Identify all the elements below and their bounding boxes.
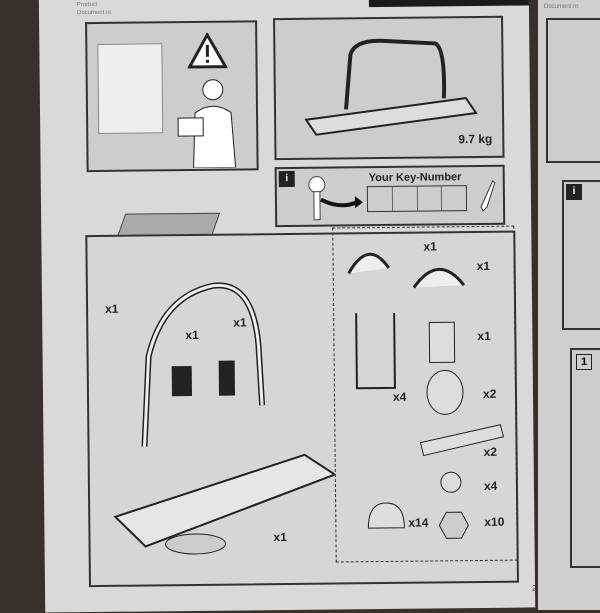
key-number-input[interactable] bbox=[366, 185, 468, 213]
right-document-label: Document nr. bbox=[544, 4, 580, 10]
right-panel-info: i bbox=[562, 180, 600, 330]
hardware-illustrations bbox=[347, 252, 505, 539]
key-number-panel: i Your Key-Number bbox=[274, 164, 506, 228]
qty-nut: x10 bbox=[484, 514, 505, 529]
person-reading-icon bbox=[177, 79, 237, 169]
qty-wheel-holder-right: x1 bbox=[233, 315, 247, 330]
carrier-parts-illustration bbox=[113, 282, 336, 555]
right-info-badge: i bbox=[566, 184, 582, 200]
qty-bolt: x2 bbox=[483, 444, 498, 459]
key-arrow-icon bbox=[308, 176, 363, 221]
qty-cap: x14 bbox=[408, 515, 429, 530]
step-number: 1 bbox=[576, 354, 592, 370]
right-step-panel: 1 bbox=[570, 348, 600, 568]
warning-icon bbox=[187, 32, 228, 69]
weight-panel: 9.7 kg bbox=[273, 15, 505, 161]
manual-illustration bbox=[97, 43, 164, 134]
qty-sleeve: x2 bbox=[482, 386, 497, 401]
pen-icon bbox=[480, 179, 496, 212]
qty-strap: x1 bbox=[477, 328, 491, 344]
document-label: Document nr. bbox=[76, 9, 113, 17]
carrier-illustration bbox=[304, 38, 478, 136]
read-manual-panel bbox=[85, 20, 259, 173]
key-number-title: Your Key-Number bbox=[368, 171, 462, 185]
qty-clamp-b: x1 bbox=[476, 258, 491, 274]
info-badge: i bbox=[278, 170, 295, 188]
hardware-group: x1 x1 x1 x4 x2 x2 x4 x14 x10 bbox=[332, 225, 518, 563]
weight-label: 9.7 kg bbox=[458, 131, 493, 147]
next-page: Document nr. i 1 2 bbox=[532, 0, 600, 610]
parts-panel: x1 x1 x1 x4 x2 x2 x4 x14 x10 x1 x1 x1 x1 bbox=[85, 225, 519, 588]
qty-wheel-holder-left: x1 bbox=[185, 327, 199, 343]
qty-carrier-frame: x1 bbox=[273, 530, 287, 545]
qty-washer: x4 bbox=[483, 478, 498, 493]
manual-page: Product Document nr. 9.7 kg i Your Key-N… bbox=[38, 0, 536, 613]
qty-clamp-a: x1 bbox=[423, 239, 437, 254]
header-bar bbox=[368, 0, 529, 8]
qty-arch: x1 bbox=[105, 301, 119, 316]
qty-u-bolt: x4 bbox=[392, 389, 407, 404]
product-label: Product bbox=[76, 1, 98, 9]
right-panel-top bbox=[546, 18, 600, 163]
page-number: 2 bbox=[532, 584, 537, 593]
